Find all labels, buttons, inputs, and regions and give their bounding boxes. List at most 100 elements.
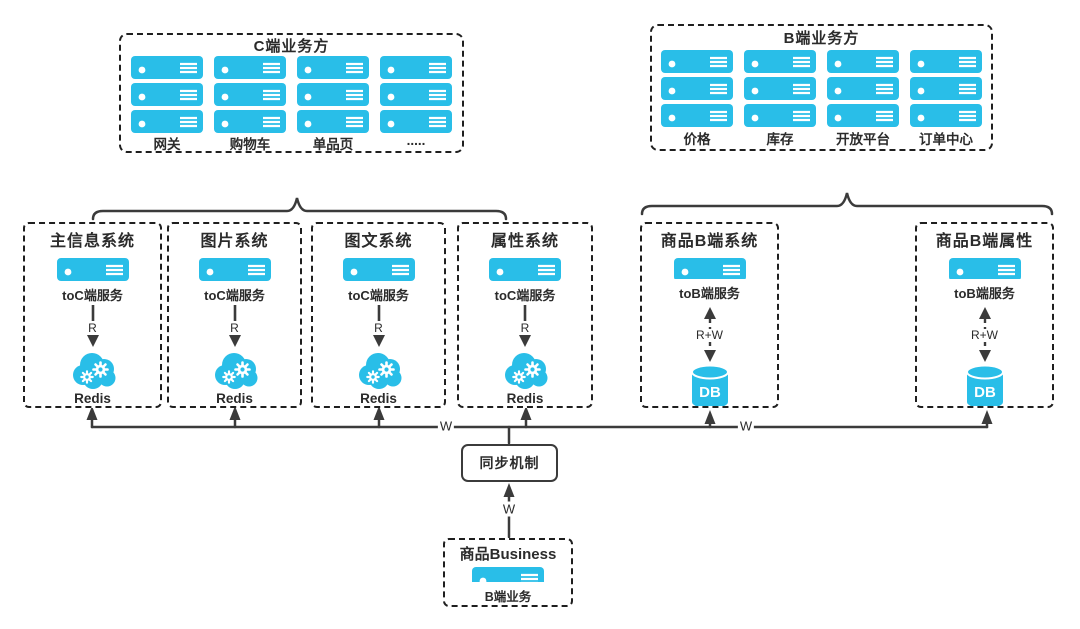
read-arrow: R [372, 304, 386, 348]
column-label: 订单中心 [919, 131, 973, 147]
server-icon [827, 103, 899, 127]
product-business-box: 商品Business B端业务 [443, 538, 573, 607]
system-title: 图文系统 [344, 233, 413, 250]
server-icon [214, 110, 286, 133]
server-icon [910, 76, 982, 100]
write-label: W [500, 501, 518, 517]
store-label: Redis [360, 391, 397, 406]
server-icon [131, 83, 203, 106]
arrow-label: R [230, 321, 239, 335]
server-grid [131, 56, 452, 133]
system-box-main-info: 主信息系统 toC端服务 R Redis [23, 222, 162, 408]
arrowhead-up-icon [978, 307, 991, 320]
server-icon [214, 83, 286, 106]
server-icon [661, 103, 733, 127]
service-label: toC端服务 [62, 288, 123, 303]
server-icon [472, 567, 544, 582]
store-label: Redis [506, 391, 544, 406]
arrow-label: R [374, 321, 383, 335]
server-icon [661, 49, 733, 73]
server-icon [948, 258, 1021, 280]
server-icon [661, 76, 733, 100]
service-label: toC端服务 [204, 288, 265, 303]
sync-label: 同步机制 [479, 455, 540, 471]
business-label: B端业务 [484, 590, 532, 604]
column-label: ..... [406, 133, 426, 148]
arrowhead-up-icon [703, 307, 716, 320]
server-icon [297, 110, 369, 133]
b-side-brace [640, 192, 1054, 216]
column-label: 购物车 [229, 137, 271, 152]
system-box-b2b-attribute: 商品B端属性 toB端服务 R+W DB [915, 222, 1054, 408]
server-icon [673, 258, 746, 280]
server-icon [380, 110, 452, 133]
system-box-attribute: 属性系统 toC端服务 R Redis [457, 222, 593, 408]
arrow-label: R [520, 321, 530, 335]
arrow-label: R+W [696, 328, 723, 343]
server-icon [198, 258, 271, 281]
store-label: Redis [216, 391, 253, 406]
service-label: toB端服务 [954, 286, 1015, 302]
system-title: 主信息系统 [49, 233, 135, 250]
group-title: C端业务方 [253, 38, 330, 55]
server-icon [744, 49, 816, 73]
service-label: toC端服务 [494, 288, 556, 303]
service-label: toC端服务 [348, 288, 409, 303]
system-box-image-text: 图文系统 toC端服务 R Redis [311, 222, 446, 408]
sync-mechanism-box: 同步机制 [461, 444, 558, 482]
group-title: B端业务方 [783, 30, 860, 48]
server-icon [744, 103, 816, 127]
system-title: 商品B端系统 [660, 233, 759, 250]
server-icon [827, 49, 899, 73]
read-arrow: R [228, 304, 242, 348]
read-write-arrow: R+W [971, 306, 998, 363]
server-icon [744, 76, 816, 100]
cloud-gears-icon [501, 349, 549, 390]
arrowhead-down-icon [519, 335, 531, 347]
server-icon [342, 258, 415, 281]
column-label: 单品页 [312, 137, 354, 152]
system-title: 属性系统 [490, 233, 559, 250]
column-labels: 网关 购物车 单品页 ..... [131, 133, 452, 153]
server-icon [910, 49, 982, 73]
c-side-brace [91, 197, 508, 221]
db-label: DB [699, 384, 721, 401]
server-icon [380, 56, 452, 79]
write-label: W [737, 418, 755, 434]
arrowhead-down-icon [372, 335, 385, 347]
arrowhead-down-icon [978, 350, 991, 363]
column-label: 价格 [683, 131, 711, 147]
cloud-gears-icon [211, 349, 259, 390]
server-icon [297, 56, 369, 79]
read-write-arrow: R+W [696, 306, 723, 363]
arrowhead-down-icon [228, 335, 241, 347]
service-label: toB端服务 [679, 286, 740, 302]
column-labels: 价格 库存 开放平台 订单中心 [661, 128, 982, 148]
b-side-group-box: B端业务方 价格 库存 开放平台 订单中心 [650, 24, 993, 151]
server-icon [910, 103, 982, 127]
arrow-label: R [88, 321, 97, 335]
server-icon [131, 110, 203, 133]
column-label: 网关 [153, 137, 181, 152]
c-side-group-box: C端业务方 网关 购物车 单品页 ..... [119, 33, 464, 153]
write-label: W [437, 418, 455, 434]
server-icon [56, 258, 129, 281]
arrow-label: R+W [971, 328, 998, 343]
server-icon [827, 76, 899, 100]
database-cylinder-icon: DB [965, 364, 1004, 406]
read-arrow: R [86, 304, 100, 348]
system-title: 图片系统 [200, 233, 269, 250]
cloud-gears-icon [69, 349, 117, 390]
business-title: 商品Business [459, 546, 557, 563]
store-label: Redis [74, 391, 111, 406]
database-cylinder-icon: DB [690, 364, 729, 406]
server-grid [661, 49, 982, 127]
server-icon [297, 83, 369, 106]
system-title: 商品B端属性 [935, 233, 1034, 250]
column-label: 库存 [766, 131, 794, 147]
server-icon [131, 56, 203, 79]
arrowhead-down-icon [703, 350, 716, 363]
system-box-b2b-product: 商品B端系统 toB端服务 R+W DB [640, 222, 779, 408]
column-label: 开放平台 [836, 131, 890, 147]
